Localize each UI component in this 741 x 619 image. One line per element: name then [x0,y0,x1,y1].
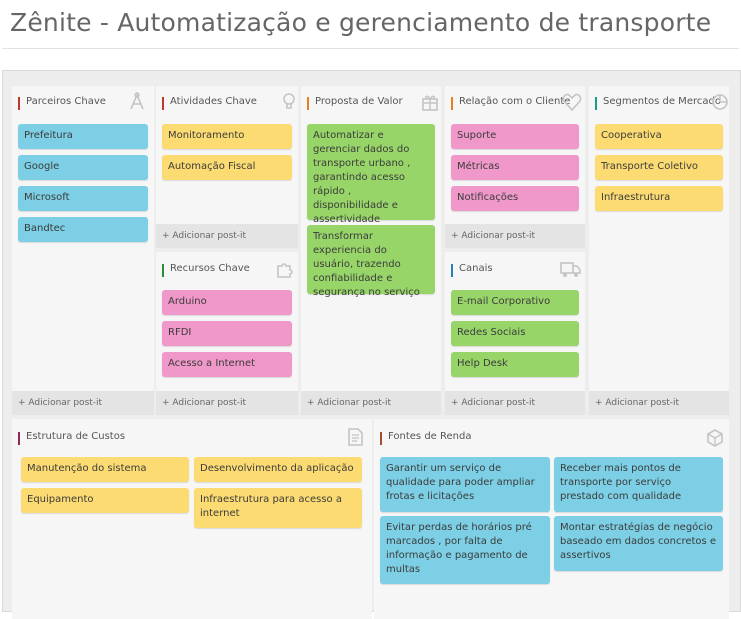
section-title: Proposta de Valor [315,96,403,107]
add-post-it-button[interactable]: + Adicionar post-it [445,391,585,415]
section-header: Segmentos de Mercado [595,94,728,114]
post-it[interactable]: Google [18,155,148,180]
post-it[interactable]: Arduino [162,290,292,315]
section-title: Canais [459,263,493,274]
add-post-it-button[interactable]: + Adicionar post-it [445,224,585,248]
money-icon [704,426,726,448]
post-it[interactable]: Acesso a Internet [162,352,292,377]
title-divider [2,48,739,49]
section-title: Segmentos de Mercado [603,96,721,107]
section-color-bar [162,97,164,110]
post-it[interactable]: Transporte Coletivo [595,155,723,180]
puzzle-icon [274,258,296,280]
post-it[interactable]: Infraestrutura [595,186,723,211]
post-it[interactable]: Montar estratégias de negócio baseado em… [554,516,723,571]
document-icon [344,426,366,448]
section-header: Relação com o Cliente [451,93,582,114]
section-relacao-com-o-cliente: Relação com o Cliente Suporte Métricas N… [445,86,585,248]
business-model-canvas: Parceiros Chave Prefeitura Google Micros… [2,70,741,619]
lightbulb-icon [278,91,300,113]
section-estrutura-de-custos: Estrutura de Custos Manutenção do sistem… [12,419,372,619]
post-it[interactable]: Suporte [451,124,579,149]
pie-chart-icon [709,91,731,113]
section-header: Canais [451,262,581,281]
post-it[interactable]: Transformar experiencia do usuário, traz… [307,225,435,298]
section-title: Estrutura de Custos [26,431,126,442]
section-title: Recursos Chave [170,263,250,274]
section-canais: Canais E-mail Corporativo Redes Sociais … [445,252,585,415]
section-segmentos-de-mercado: Segmentos de Mercado Cooperativa Transpo… [589,86,729,415]
section-proposta-de-valor: Proposta de Valor Automatizar e gerencia… [301,86,441,415]
post-it[interactable]: Automatizar e gerenciar dados do transpo… [307,124,435,225]
section-color-bar [451,264,453,277]
add-post-it-button[interactable]: + Adicionar post-it [156,224,298,248]
add-post-it-button[interactable]: + Adicionar post-it [301,391,441,415]
post-it[interactable]: Desenvolvimento da aplicação [194,457,362,482]
post-it[interactable]: Infraestrutura para acesso a internet [194,488,362,528]
post-it[interactable]: Redes Sociais [451,321,579,346]
post-it[interactable]: Métricas [451,155,579,180]
section-title: Parceiros Chave [26,96,106,107]
section-color-bar [162,264,164,277]
section-parceiros-chave: Parceiros Chave Prefeitura Google Micros… [12,86,154,415]
section-header: Recursos Chave [162,263,293,281]
gift-icon [419,91,441,113]
post-it[interactable]: Help Desk [451,352,579,377]
section-header: Fontes de Renda [380,429,725,449]
section-color-bar [307,97,309,110]
section-header: Atividades Chave [162,93,295,114]
section-header: Parceiros Chave [18,92,148,114]
post-it[interactable]: Microsoft [18,186,148,211]
truck-icon [559,258,581,280]
post-it[interactable]: Monitoramento [162,124,292,149]
heart-icon [561,91,583,113]
post-it[interactable]: Notificações [451,186,579,211]
post-it[interactable]: Bandtec [18,217,148,242]
section-header: Estrutura de Custos [18,428,368,449]
section-fontes-de-renda: Fontes de Renda Garantir um serviço de q… [374,419,729,619]
post-it[interactable]: Equipamento [21,488,189,513]
post-it[interactable]: Receber mais pontos de transporte por se… [554,457,723,512]
link-icon [126,91,148,113]
post-it[interactable]: Automação Fiscal [162,155,292,180]
section-header: Proposta de Valor [307,95,438,114]
post-it[interactable]: Prefeitura [18,124,148,149]
section-recursos-chave: Recursos Chave Arduino RFDI Acesso a Int… [156,252,298,415]
post-it[interactable]: Manutenção do sistema [21,457,189,482]
post-it[interactable]: RFDI [162,321,292,346]
add-post-it-button[interactable]: + Adicionar post-it [156,391,298,415]
add-post-it-button[interactable]: + Adicionar post-it [589,391,729,415]
section-title: Fontes de Renda [388,431,472,442]
section-atividades-chave: Atividades Chave Monitoramento Automação… [156,86,298,248]
section-title: Atividades Chave [170,96,257,107]
add-post-it-button[interactable]: + Adicionar post-it [12,391,154,415]
section-color-bar [595,97,597,110]
section-color-bar [18,97,20,110]
post-it[interactable]: Evitar perdas de horários pré marcados ,… [380,516,550,584]
post-it[interactable]: Cooperativa [595,124,723,149]
post-it[interactable]: E-mail Corporativo [451,290,579,315]
section-color-bar [451,97,453,110]
page-title: Zênite - Automatização e gerenciamento d… [10,8,712,37]
section-title: Relação com o Cliente [459,96,571,107]
section-color-bar [18,432,20,445]
post-it[interactable]: Garantir um serviço de qualidade para po… [380,457,550,512]
section-color-bar [380,432,382,445]
